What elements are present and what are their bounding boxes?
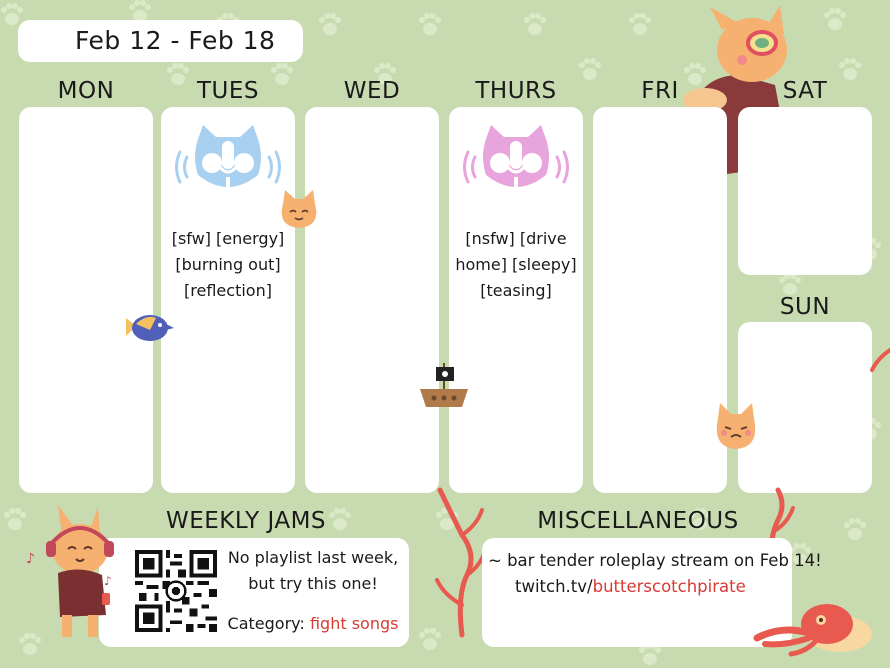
cat-with-headphones: ♪ ♪	[26, 505, 114, 637]
red-coral-edge	[870, 348, 890, 372]
fish-sticker	[126, 315, 174, 341]
day-label-wed: WED	[343, 78, 401, 104]
tuesday-tag-line: [reflection]	[184, 281, 272, 300]
tuesday-stream-tags: [sfw] [energy] [burning out] [reflection…	[161, 226, 295, 304]
date-range-title: Feb 12 - Feb 18	[18, 20, 303, 62]
pink-cat-microphone-icon	[463, 125, 569, 191]
day-label-sun: SUN	[779, 294, 831, 320]
qr-code-icon[interactable]	[135, 550, 217, 632]
day-label-thurs: THURS	[475, 78, 557, 104]
svg-text:♪: ♪	[104, 574, 112, 588]
category-value-link[interactable]: fight songs	[309, 614, 399, 633]
svg-text:♪: ♪	[26, 551, 35, 567]
day-label-mon: MON	[57, 78, 115, 104]
misc-announcement: ~ bar tender roleplay stream on Feb 14!	[488, 551, 822, 570]
orange-cat-face-sticker	[281, 190, 317, 228]
day-label-tues: TUES	[196, 78, 259, 104]
miscellaneous-card	[482, 538, 792, 647]
weekly-jams-category: Category: fight songs	[226, 611, 400, 637]
tuesday-tag-line: [burning out]	[175, 255, 281, 274]
twitch-link-handle: butterscotchpirate	[592, 577, 746, 596]
twitch-link[interactable]: twitch.tv/butterscotchpirate	[515, 572, 746, 601]
day-card-wed	[305, 107, 439, 493]
weekly-jams-line: No playlist last week,	[227, 548, 399, 567]
weekly-jams-line: but try this one!	[248, 574, 378, 593]
grumpy-cat-face-sticker	[716, 403, 756, 449]
thursday-tag-line: [teasing]	[480, 281, 552, 300]
tuesday-tag-line: [sfw] [energy]	[171, 229, 285, 248]
thursday-stream-tags: [nsfw] [drive home] [sleepy] [teasing]	[449, 226, 583, 304]
pirate-ship-sticker	[420, 363, 468, 407]
day-label-sat: SAT	[782, 78, 828, 104]
blue-cat-microphone-icon	[175, 125, 281, 191]
thursday-tag-line: home] [sleepy]	[455, 255, 577, 274]
weekly-jams-message: No playlist last week, but try this one!	[226, 545, 400, 597]
category-label: Category:	[227, 614, 305, 633]
twitch-link-prefix: twitch.tv/	[515, 577, 593, 596]
miscellaneous-title: MISCELLANEOUS	[537, 508, 739, 534]
octopus-sticker	[753, 604, 872, 657]
day-card-mon	[19, 107, 153, 493]
day-card-fri	[593, 107, 727, 493]
day-card-sun	[738, 322, 872, 493]
day-card-sat	[738, 107, 872, 275]
day-label-fri: FRI	[641, 78, 679, 104]
thursday-tag-line: [nsfw] [drive	[465, 229, 567, 248]
weekly-jams-title: WEEKLY JAMS	[165, 508, 327, 534]
